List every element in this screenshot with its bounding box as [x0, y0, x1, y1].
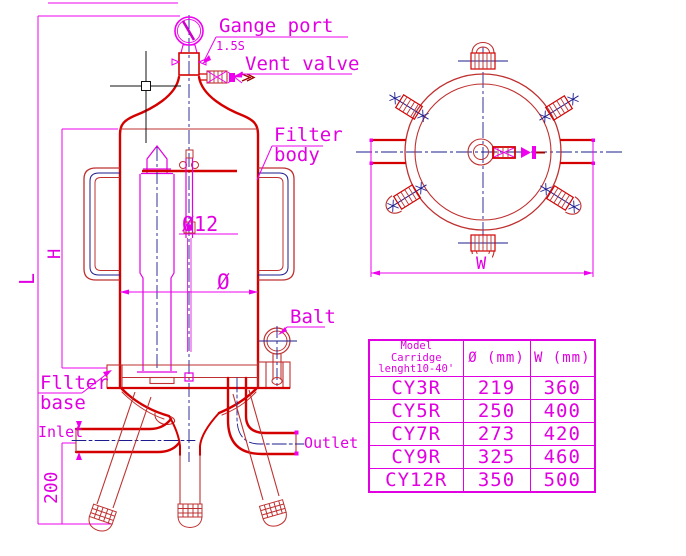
- bolt-top-left: [389, 92, 429, 122]
- cartridge-dia-label: Ø12: [182, 212, 218, 236]
- header-model-line1: Model: [400, 340, 433, 352]
- diameter-cell: 250: [462, 398, 531, 423]
- model-cell: CY12R: [368, 467, 464, 492]
- inlet-pipe: [74, 417, 173, 431]
- label-bolt: Balt: [278, 306, 336, 335]
- center-nozzle-inner: [473, 144, 489, 160]
- svg-text:base: base: [40, 392, 86, 414]
- model-cell: CY5R: [368, 398, 464, 423]
- inlet-markers: [76, 421, 82, 460]
- gauge-needle: [181, 20, 196, 41]
- bottom-head-piping: [71, 376, 305, 456]
- svg-text:Filter: Filter: [274, 124, 343, 146]
- top-view-valve: [492, 146, 545, 159]
- dim-l-label: L: [15, 273, 39, 285]
- neck-ear-left: [171, 58, 181, 66]
- center-nozzle-outer: [467, 138, 495, 166]
- bolt-top: [458, 41, 508, 70]
- label-gauge-size: 1.5S: [216, 39, 245, 53]
- header-model: Model Carridge lenght10-40': [368, 339, 464, 377]
- leg-right: [232, 389, 280, 501]
- front-view: L H 200: [15, 2, 359, 532]
- width-cell: 400: [529, 398, 596, 423]
- label-vent-valve: Vent valve: [232, 53, 359, 78]
- dim-h-mask: [48, 240, 60, 262]
- table-row: CY9R 325 460: [368, 444, 596, 469]
- header-model-line2: Carridge: [390, 351, 442, 364]
- pickbox: [141, 81, 151, 91]
- dim-200-label: 200: [41, 471, 62, 504]
- vent-valve-symbol: [199, 70, 256, 84]
- pressure-gauge: [174, 16, 204, 54]
- label-gauge-port: Gange port: [202, 15, 348, 64]
- table-row: CY3R 219 360: [368, 375, 596, 400]
- table-header-row: Model Carridge lenght10-40' Ø (mm) W (mm…: [368, 339, 596, 377]
- shell-inner-circle: [414, 83, 552, 221]
- eye-bolt: [259, 326, 297, 386]
- model-cell: CY3R: [368, 375, 464, 400]
- width-cell: 360: [529, 375, 596, 400]
- outlet-markers: [294, 430, 299, 456]
- filter-cartridge: [137, 145, 177, 373]
- dim-h-label: H: [45, 249, 65, 259]
- label-filter-body: Filter body: [256, 124, 343, 181]
- svg-text:Fllter: Fllter: [40, 372, 109, 394]
- model-cell: CY7R: [368, 421, 464, 446]
- leg-middle-foot: [177, 503, 203, 529]
- body-dia-label: Ø: [217, 270, 230, 294]
- leg-middle: [179, 455, 201, 504]
- svg-text:Vent valve: Vent valve: [245, 53, 359, 75]
- table-row: CY7R 273 420: [368, 421, 596, 446]
- width-cell: 500: [529, 467, 596, 492]
- outlet-pipe: [226, 376, 298, 456]
- dimension-l: [37, 2, 180, 525]
- bolt-top-right: [539, 93, 579, 123]
- diameter-cell: 219: [462, 375, 531, 400]
- dim-w-label: W: [476, 254, 487, 274]
- label-outlet: Outlet: [304, 434, 358, 452]
- header-model-line3: lenght10-40': [378, 363, 455, 375]
- left-handle: [83, 167, 120, 281]
- label-inlet: Inlet: [38, 423, 83, 441]
- width-cell: 420: [529, 421, 596, 446]
- svg-text:body: body: [274, 144, 320, 166]
- diameter-cell: 273: [462, 421, 531, 446]
- dimension-dia: [120, 289, 258, 295]
- leg-left-foot: [88, 503, 117, 532]
- table-row: CY12R 350 500: [368, 467, 596, 492]
- dimension-h: [61, 128, 118, 369]
- dimension-200: [61, 442, 76, 524]
- spec-table: Model Carridge lenght10-40' Ø (mm) W (mm…: [368, 339, 596, 493]
- dimension-w: [370, 142, 594, 277]
- diameter-cell: 325: [462, 444, 531, 469]
- header-width: W (mm): [529, 339, 596, 377]
- top-view: W: [356, 41, 625, 277]
- bolt-bottom-right: [540, 183, 582, 215]
- svg-text:Balt: Balt: [290, 306, 336, 328]
- width-cell: 460: [529, 444, 596, 469]
- table-row: CY5R 250 400: [368, 398, 596, 423]
- leg-left: [96, 391, 152, 509]
- right-handle: [258, 167, 295, 281]
- center-rod: [142, 149, 237, 352]
- diameter-cell: 350: [462, 467, 531, 492]
- svg-text:Gange port: Gange port: [219, 15, 333, 37]
- base-center-port: [184, 372, 194, 382]
- label-filter-base: Fllter base: [38, 370, 112, 414]
- header-diameter: Ø (mm): [462, 339, 531, 377]
- model-cell: CY9R: [368, 444, 464, 469]
- leg-right-foot: [258, 499, 287, 527]
- filter-base-plate: [106, 361, 291, 389]
- bolt-bottom-left: [385, 182, 427, 214]
- shell-outer-circle: [404, 73, 562, 231]
- top-view-pipes: [371, 138, 593, 165]
- crosshair-cursor: [110, 51, 181, 143]
